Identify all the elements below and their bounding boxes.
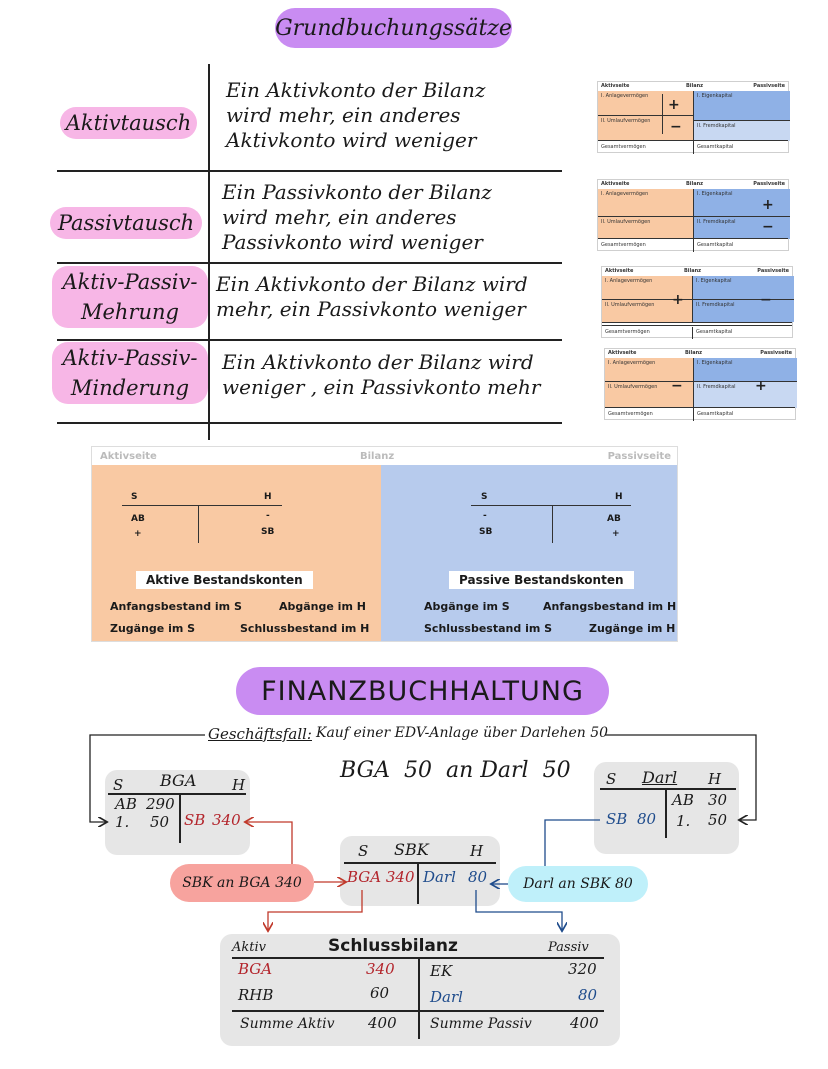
page-title: Grundbuchungssätze xyxy=(275,15,512,41)
label-aktiv-passiv-minderung: Aktiv-Passiv- Minderung xyxy=(52,342,208,404)
arrow-pill-to-bga-sb xyxy=(246,822,293,864)
aktiv-side: S H AB + - SB Aktive Bestandskonten Anfa… xyxy=(92,465,381,641)
fibu-title-pill: FINANZBUCHHALTUNG xyxy=(236,667,609,715)
definition-aktiv-passiv-minderung: Ein Aktivkonto der Bilanz wird weniger ,… xyxy=(222,350,541,399)
geschaeftsfall-text: Kauf einer EDV-Anlage über Darlehen 50 xyxy=(316,725,609,741)
arrow-darl-sb-to-pill xyxy=(544,819,600,866)
pill-sbk-an-bga: SBK an BGA 340 xyxy=(170,864,314,902)
grid-line-3 xyxy=(57,339,562,341)
schlussbilanz-title: Schlussbilanz xyxy=(328,936,458,956)
passive-bestandskonten-title: Passive Bestandskonten xyxy=(449,571,634,589)
fibu-title: FINANZBUCHHALTUNG xyxy=(261,675,584,707)
grid-vertical xyxy=(208,64,210,440)
grid-line-1 xyxy=(57,170,562,172)
title-pill: Grundbuchungssätze xyxy=(275,8,512,48)
grid-line-4 xyxy=(57,422,562,424)
passiv-side: S H - SB AB + Passive Bestandskonten Abg… xyxy=(381,465,677,641)
label-passivtausch: Passivtausch xyxy=(50,207,202,239)
geschaeftsfall-label: Geschäftsfall: xyxy=(208,725,312,743)
schlussbilanz xyxy=(220,934,620,1046)
grid-line-2 xyxy=(57,262,562,264)
plus-sign: + xyxy=(668,97,680,113)
minus-sign: − xyxy=(670,119,682,135)
definition-passivtausch: Ein Passivkonto der Bilanz wird mehr, ei… xyxy=(222,180,492,254)
definition-aktiv-passiv-mehrung: Ein Aktivkonto der Bilanz wird mehr, ein… xyxy=(216,272,528,321)
pill-darl-an-sbk: Darl an SBK 80 xyxy=(508,866,648,902)
aktive-bestandskonten-title: Aktive Bestandskonten xyxy=(136,571,313,589)
sbk-account xyxy=(340,836,500,906)
buchungssatz: BGA 50 an Darl 50 xyxy=(340,758,571,783)
bilanz-diagram: Aktivseite Bilanz Passivseite S H AB + -… xyxy=(91,446,678,642)
definition-aktivtausch: Ein Aktivkonto der Bilanz wird mehr, ein… xyxy=(226,78,486,152)
label-aktivtausch: Aktivtausch xyxy=(60,107,197,139)
label-aktiv-passiv-mehrung: Aktiv-Passiv- Mehrung xyxy=(52,266,208,328)
